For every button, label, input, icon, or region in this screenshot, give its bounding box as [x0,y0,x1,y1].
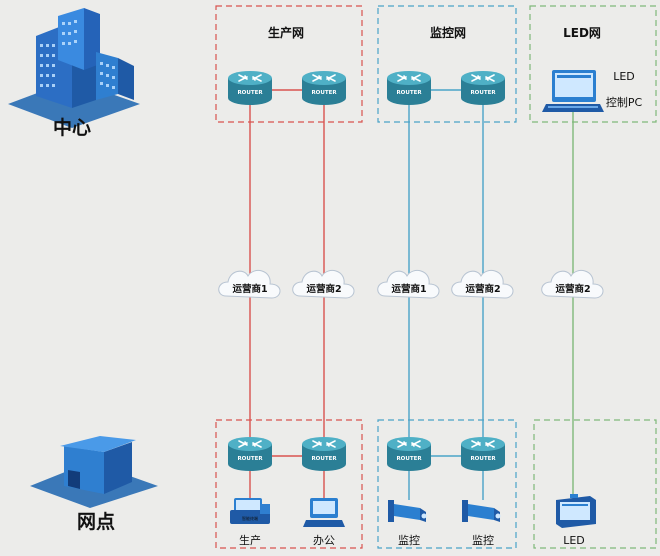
camera-icon [462,500,501,522]
router-label: ROUTER [237,90,263,96]
router-label: ROUTER [470,456,496,462]
router-icon: ROUTER [228,437,272,471]
terminal-screen-text: 智能终端 [242,515,258,521]
led-pc-label-line2: 控制PC [606,95,643,109]
branch-building-icon [30,436,158,508]
led-network-title: LED网 [563,26,601,40]
routers-layer: ROUTER ROUTER ROUTER ROUTER ROUTER ROUTER ROUT… [228,71,505,471]
branch-led-box [533,419,657,549]
computer-icon [303,498,345,527]
monitoring-network-box [377,5,517,123]
router-icon: ROUTER [302,71,346,105]
router-icon: ROUTER [228,71,272,105]
router-label: ROUTER [311,90,337,96]
carrier-label: 运营商2 [465,283,500,295]
branch-monitoring-box [377,419,517,549]
carrier-cloud-icon: 运营商1 [218,269,281,299]
router-icon: ROUTER [461,71,505,105]
carrier-label: 运营商2 [306,283,341,295]
router-icon: ROUTER [302,437,346,471]
carrier-clouds-layer: 运营商1 运营商2 运营商1 运营商2 运营商2 [218,269,604,299]
router-icon: ROUTER [461,437,505,471]
device-label-led: LED [563,534,585,547]
device-label-monitor-1: 监控 [398,533,420,547]
router-label: ROUTER [396,456,422,462]
branch-label: 网点 [77,511,115,533]
router-label: ROUTER [396,90,422,96]
production-network-box [215,5,363,123]
led-screen-icon [556,494,596,528]
router-label: ROUTER [237,456,263,462]
branch-production-box [215,419,363,549]
production-network-title: 生产网 [268,25,304,40]
device-label-production: 生产 [239,533,261,547]
monitoring-network-title: 监控网 [430,25,466,40]
device-label-monitor-2: 监控 [472,533,494,547]
carrier-cloud-icon: 运营商2 [541,269,604,299]
led-pc-label-line1: LED [613,70,635,83]
terminal-icon [230,498,270,524]
router-label: ROUTER [311,456,337,462]
router-label: ROUTER [470,90,496,96]
carrier-cloud-icon: 运营商1 [377,269,440,299]
led-network-box [529,5,657,123]
center-label: 中心 [53,116,91,139]
camera-icon [388,500,427,522]
carrier-label: 运营商2 [555,283,590,295]
device-label-office: 办公 [313,534,335,547]
router-icon: ROUTER [387,71,431,105]
carrier-cloud-icon: 运营商2 [292,269,355,299]
carrier-label: 运营商1 [232,283,267,295]
router-icon: ROUTER [387,437,431,471]
led-control-pc-icon [542,70,604,112]
center-building-icon [8,8,140,128]
carrier-cloud-icon: 运营商2 [451,269,514,299]
carrier-label: 运营商1 [391,283,426,295]
